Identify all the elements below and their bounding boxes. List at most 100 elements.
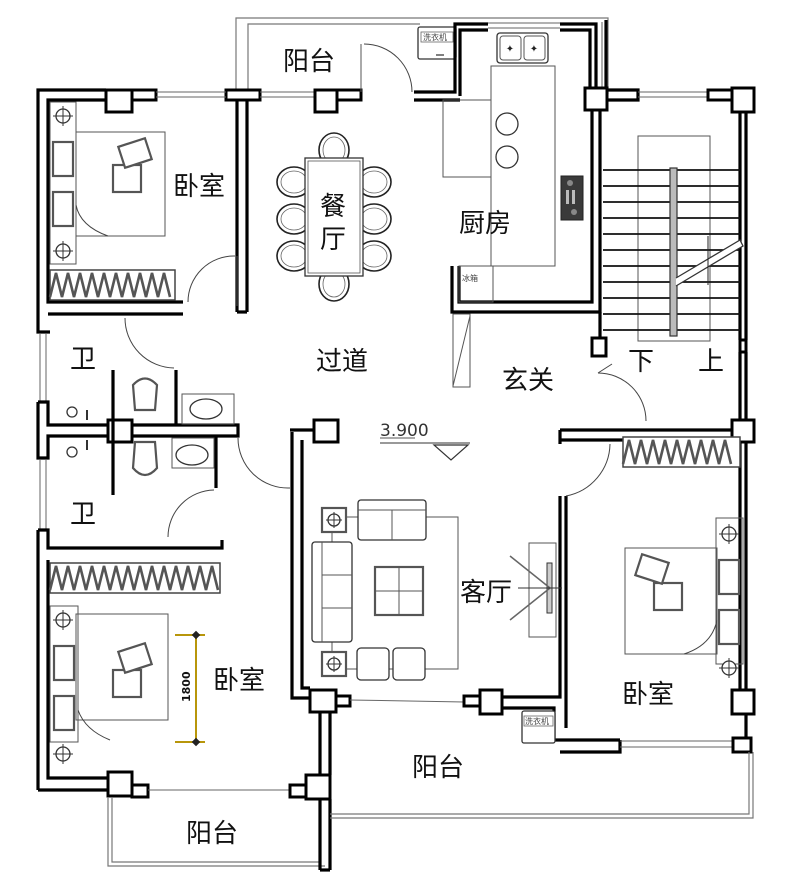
room-label-balcony-south: 阳台 [412,753,464,783]
door-swing [124,317,175,369]
living-room: 3.900 [290,418,740,775]
bedroom-sw: 1800 卧室 [38,560,332,801]
wall-segment [335,88,363,102]
wall-segment [706,88,734,102]
column [730,86,756,114]
floor-drain-icon [66,406,88,458]
lamp-icon [53,744,73,764]
dimension-1800: 1800 [175,630,205,747]
kitchen: ✦ ✦ 厨房 冰箱 [414,20,609,314]
wardrobe [621,436,741,468]
balcony-sw: 阳台 [107,797,332,872]
svg-text:✦: ✦ [506,44,514,55]
wall-segment [590,336,608,358]
room-label-bedroom-se: 卧室 [622,680,674,710]
wall-segment [462,694,482,708]
bar-stool [495,112,519,136]
toilet-icon [131,377,159,477]
lamp-icon [719,658,739,678]
washing-machine-south: 洗衣机 [521,710,556,744]
bed [624,547,718,655]
hanger-pattern [48,272,172,298]
refrigerator: 冰箱 [458,265,494,303]
pillow [111,163,143,194]
dimension-label: 1800 [180,671,193,702]
elevation-triangle [432,444,470,461]
stair-well-outline [637,135,711,342]
washer-label: 洗衣机 [525,716,549,726]
bed [75,131,166,237]
room-label-balcony-sw: 阳台 [186,819,238,849]
balcony-north: 阳台 洗衣机 [224,17,609,114]
lamp-icon [53,610,73,630]
svg-text:✦: ✦ [530,44,538,55]
wall-segment [738,338,748,354]
wall-segment [731,736,753,754]
washer-label: 洗衣机 [423,32,447,42]
bar-stool [495,145,519,169]
dining-chairs [276,132,392,302]
side-table-lamp [320,506,348,678]
wall-segment [130,783,150,799]
bathrooms: 卫 卫 [36,317,291,790]
door-swing [187,255,236,303]
door-swing [363,43,413,93]
bedroom-se: 卧室 [560,418,756,754]
dining-table [304,157,364,277]
door-swing [167,489,215,538]
room-label-bedroom-sw: 卧室 [213,666,265,696]
sofa-left [311,541,353,643]
hanger-pattern [621,439,733,465]
tv-unit [509,542,562,638]
room-label-entrance: 玄关 [502,366,554,396]
room-label-balcony-north: 阳台 [283,47,335,77]
column [478,688,504,716]
bed [75,613,169,721]
door-swing [565,443,611,497]
sofa-top [357,499,427,541]
stair-label-down: 下 [628,347,654,377]
room-label-dining-2: 厅 [320,225,346,255]
room-label-corridor: 过道 [316,347,368,377]
wall-segment [334,694,352,708]
wardrobe [48,562,221,594]
room-label-bath-upper: 卫 [70,345,96,375]
column [106,770,134,798]
column [304,773,332,801]
bedroom-nw: 卧室 [36,88,249,334]
wall-segment [130,88,158,102]
wardrobe [48,269,176,301]
room-label-dining-1: 餐 [320,192,346,222]
dining-area: 餐 厅 [276,132,392,302]
stair-handrail [669,167,678,337]
lamp-icon [719,524,739,544]
elevation-mark: 3.900 [380,421,429,441]
staircase: 下 上 [590,86,756,425]
wall-segment [224,88,262,102]
column [313,88,339,114]
door-swing [237,437,291,489]
column [730,688,756,716]
lamp-icon [53,241,73,261]
column [104,88,134,114]
fridge-label: 冰箱 [462,273,478,283]
balcony-south: 洗衣机 阳台 [330,710,754,819]
column [583,86,609,112]
stair-label-up: 上 [698,347,724,377]
washing-machine-north: 洗衣机 [417,26,457,60]
column [308,688,338,714]
lamp-icon [53,106,73,126]
nightstand-pillow [51,140,75,178]
entry-door-swing [597,372,647,422]
room-label-bath-lower: 卫 [70,500,96,530]
dining-chair [356,240,392,272]
column [312,418,340,444]
kitchen-sink: ✦ ✦ [496,32,549,64]
entrance: 玄关 过道 [316,313,554,396]
room-label-bedroom-nw: 卧室 [173,172,225,202]
sofa-bottom [356,647,426,681]
wall-segment [288,783,308,799]
sink-icon [171,393,235,469]
room-label-kitchen: 厨房 [459,209,511,239]
